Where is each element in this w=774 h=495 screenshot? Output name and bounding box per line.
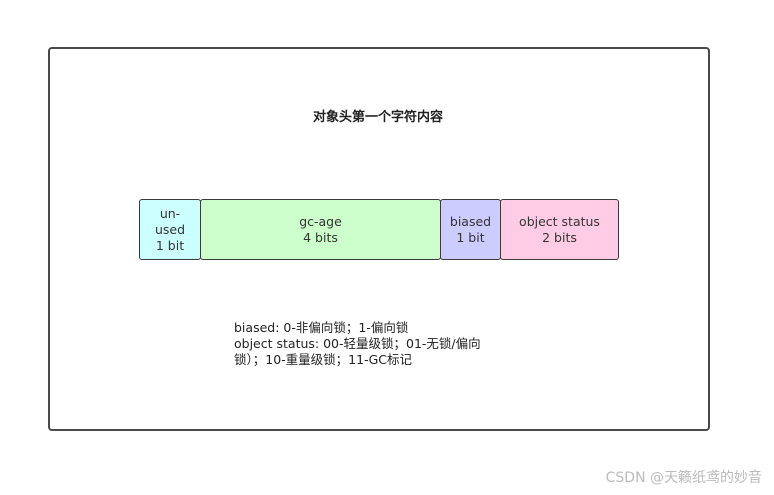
segment-biased: biased 1 bit xyxy=(440,199,501,260)
segment-object-status-label: object status xyxy=(519,213,600,229)
segment-object-status: object status 2 bits xyxy=(500,199,619,260)
segment-gc-age-bits: 4 bits xyxy=(303,229,338,245)
segment-biased-label: biased xyxy=(449,213,492,229)
legend-notes: biased: 0-非偏向锁；1-偏向锁 object status: 00-轻… xyxy=(234,320,504,368)
segment-unused-bits: 1 bit xyxy=(155,237,185,253)
segment-unused-label-2: used xyxy=(154,221,186,237)
note-object-status-cont: 锁）；10-重量级锁；11-GC标记 xyxy=(234,352,412,367)
diagram-title: 对象头第一个字符内容 xyxy=(312,110,443,125)
segment-unused: un- used 1 bit xyxy=(139,199,201,260)
note-biased: biased: 0-非偏向锁；1-偏向锁 xyxy=(234,320,409,335)
segment-gc-age-label: gc-age xyxy=(299,213,342,229)
note-object-status: object status: 00-轻量级锁；01-无锁/偏向 xyxy=(234,336,481,351)
watermark: CSDN @天籁纸鸢的妙音 xyxy=(605,470,762,486)
segment-unused-label-1: un- xyxy=(159,205,181,221)
segment-gc-age: gc-age 4 bits xyxy=(200,199,441,260)
segment-object-status-bits: 2 bits xyxy=(542,229,577,245)
segment-biased-bits: 1 bit xyxy=(456,229,485,245)
